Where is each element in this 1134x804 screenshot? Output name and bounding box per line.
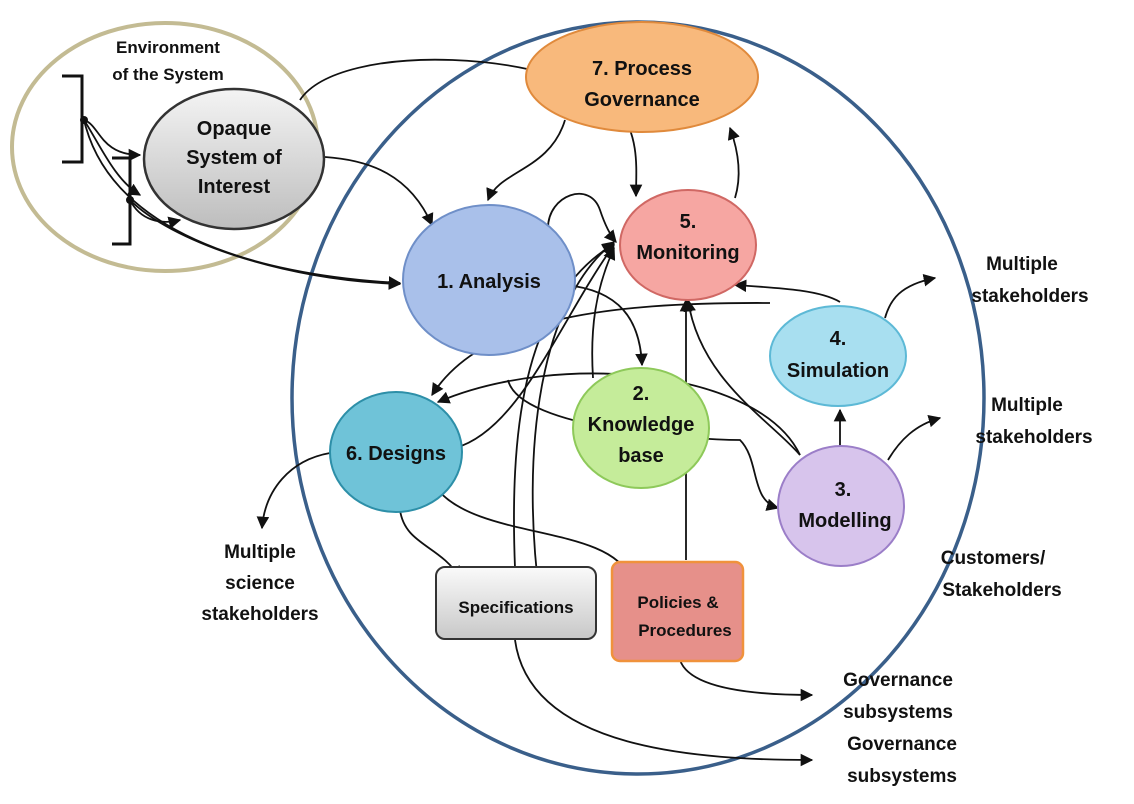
edge-designs-to-science: [256, 452, 331, 530]
stakeholders-simulation-line2: stakeholders: [971, 286, 1088, 307]
policies-line1: Policies &: [637, 593, 718, 612]
monitoring-shape: [619, 189, 757, 301]
edge-junction-upper-to-analysis: [83, 119, 402, 289]
customers-line2: Stakeholders: [942, 580, 1061, 601]
node-modelling[interactable]: 3. Modelling: [777, 445, 905, 567]
edge-modelling-to-stakeholders: [887, 414, 942, 461]
modelling-line2: Modelling: [798, 510, 891, 532]
environment-label-line1: Environment: [116, 38, 220, 57]
edge-simulation-to-monitoring: [733, 279, 841, 303]
knowledge-base-shape: [572, 367, 710, 489]
science-stakeholders-line1: Multiple: [224, 542, 296, 563]
science-stakeholders-line2: science: [225, 573, 295, 594]
edge-analysis-to-modelling: [507, 379, 780, 511]
node-designs[interactable]: 6. Designs: [329, 391, 463, 513]
edge-junction-lower-loop: [129, 199, 182, 229]
stakeholders-simulation-line1: Multiple: [986, 254, 1058, 275]
edge-simulation-to-stakeholders: [884, 274, 937, 319]
edge-policies-to-governance: [679, 659, 814, 702]
opaque-system-shape: [142, 87, 326, 231]
analysis-shape: [402, 204, 576, 356]
knowledge-line1: 2.: [633, 383, 650, 405]
stakeholders-modelling-line1: Multiple: [991, 395, 1063, 416]
edge-analysis-loop-to-monitoring: [547, 192, 617, 243]
simulation-shape: [769, 305, 907, 407]
knowledge-line3: base: [618, 445, 664, 467]
stakeholders-modelling-line2: stakeholders: [975, 427, 1092, 448]
edge-specs-to-governance: [514, 639, 814, 767]
knowledge-line2: Knowledge: [588, 414, 695, 436]
node-policies[interactable]: Policies & Procedures: [610, 560, 745, 663]
science-stakeholders-line3: stakeholders: [201, 604, 318, 625]
bracket-upper: [62, 74, 84, 164]
edge-designs-to-monitoring: [454, 243, 615, 449]
node-process-governance[interactable]: 7. Process Governance: [525, 21, 759, 133]
edge-opaque-to-analysis: [324, 156, 434, 227]
edge-junction-lower-to-analysis: [129, 199, 402, 290]
policies-shape: [610, 560, 745, 663]
process-governance-line2: Governance: [584, 89, 700, 111]
node-simulation[interactable]: 4. Simulation: [769, 305, 907, 407]
node-opaque-system[interactable]: Opaque System of Interest: [142, 87, 326, 231]
process-governance-line1: 7. Process: [592, 58, 692, 80]
opaque-line1: Opaque: [197, 118, 271, 140]
edge-modelling-to-monitoring: [683, 298, 801, 456]
edge-junction-to-opaque-1: [83, 119, 142, 162]
edge-monitoring-to-governance: [727, 126, 740, 199]
specifications-line1: Specifications: [458, 598, 573, 617]
modelling-line1: 3.: [835, 479, 852, 501]
edge-governance-to-analysis: [486, 119, 566, 202]
designs-line1: 6. Designs: [346, 443, 446, 465]
environment-label-line2: of the System: [112, 65, 223, 84]
specifications-shape: [435, 566, 597, 640]
edge-policies-to-monitoring: [531, 241, 615, 601]
edge-analysis-to-knowledge: [564, 284, 648, 367]
customers-line1: Customers/: [941, 548, 1046, 569]
modelling-shape: [777, 445, 905, 567]
monitoring-line1: 5.: [680, 211, 697, 233]
edge-junction-to-opaque-2: [83, 119, 142, 196]
simulation-line2: Simulation: [787, 360, 889, 382]
governance-1-line2: subsystems: [843, 702, 953, 723]
opaque-line3: Interest: [198, 176, 271, 198]
policies-line2: Procedures: [638, 621, 732, 640]
process-governance-shape: [525, 21, 759, 133]
governance-2-line2: subsystems: [847, 766, 957, 787]
node-monitoring[interactable]: 5. Monitoring: [619, 189, 757, 301]
governance-2-line1: Governance: [847, 734, 957, 755]
analysis-line1: 1. Analysis: [437, 271, 541, 293]
node-knowledge-base[interactable]: 2. Knowledge base: [572, 367, 710, 489]
node-specifications[interactable]: Specifications: [435, 566, 597, 640]
designs-shape: [329, 391, 463, 513]
edge-knowledge-to-monitoring: [591, 246, 616, 379]
node-analysis[interactable]: 1. Analysis: [402, 204, 576, 356]
simulation-line1: 4.: [830, 328, 847, 350]
edge-specs-to-monitoring: [513, 243, 616, 569]
opaque-line2: System of: [186, 147, 282, 169]
governance-1-line1: Governance: [843, 670, 953, 691]
monitoring-line2: Monitoring: [636, 242, 739, 264]
